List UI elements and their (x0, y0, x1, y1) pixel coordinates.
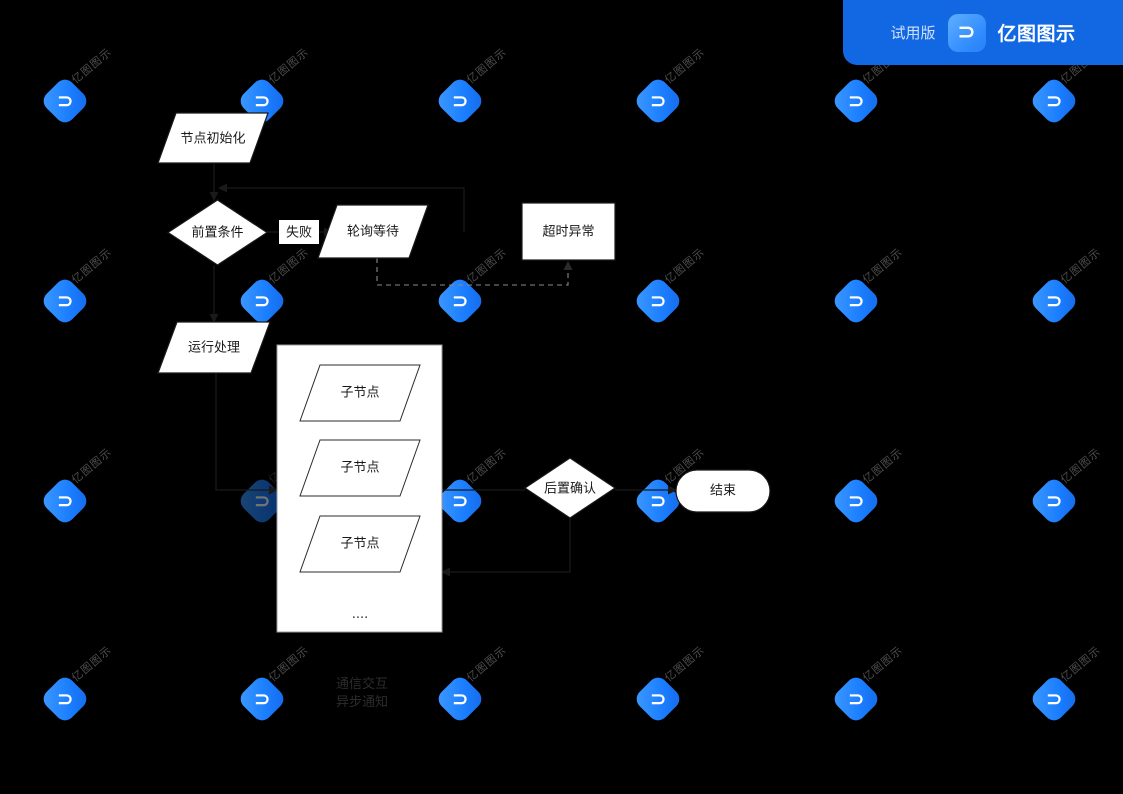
trial-banner[interactable]: 试用版 ⊃ 亿图图示 (843, 0, 1123, 65)
edge-poll-back-to-precondition (218, 183, 465, 232)
node-child-2[interactable]: 子节点 (299, 439, 421, 497)
svg-text:子节点: 子节点 (340, 461, 379, 476)
edge-postcheck-back-to-group (441, 518, 571, 577)
node-poll-wait[interactable]: 轮询等待 (317, 204, 429, 259)
edraw-logo-icon: ⊃ (947, 13, 986, 52)
logo-glyph: ⊃ (957, 19, 976, 45)
trial-label: 试用版 (890, 24, 936, 42)
brand-name: 亿图图示 (997, 23, 1076, 45)
svg-text:结束: 结束 (710, 484, 736, 499)
legend-async-notify: 异步通知 (336, 694, 388, 710)
node-run-process[interactable]: 运行处理 (157, 321, 271, 374)
svg-text:后置确认: 后置确认 (544, 482, 596, 497)
svg-text:节点初始化: 节点初始化 (180, 132, 245, 147)
subnode-ellipsis: .... (352, 607, 369, 622)
node-init[interactable]: 节点初始化 (157, 112, 269, 164)
svg-text:轮询等待: 轮询等待 (347, 224, 399, 240)
svg-text:失败: 失败 (286, 226, 312, 241)
svg-text:运行处理: 运行处理 (188, 341, 240, 356)
node-child-1[interactable]: 子节点 (299, 364, 421, 422)
node-post-confirm[interactable]: 后置确认 (523, 457, 617, 519)
legend-communication: 通信交互 (336, 676, 388, 692)
node-precondition[interactable]: 前置条件 (166, 199, 269, 266)
svg-text:子节点: 子节点 (340, 386, 379, 401)
edge-poll-to-timeout (376, 258, 573, 286)
svg-text:超时异常: 超时异常 (542, 225, 594, 240)
edge-label-fail: 失败 (279, 220, 319, 244)
node-timeout-exception[interactable]: 超时异常 (521, 202, 616, 261)
node-child-3[interactable]: 子节点 (299, 515, 421, 573)
svg-text:子节点: 子节点 (340, 537, 379, 552)
node-end[interactable]: 结束 (675, 469, 771, 513)
svg-text:前置条件: 前置条件 (191, 225, 243, 241)
edge-run-to-subnode-group (215, 373, 278, 495)
